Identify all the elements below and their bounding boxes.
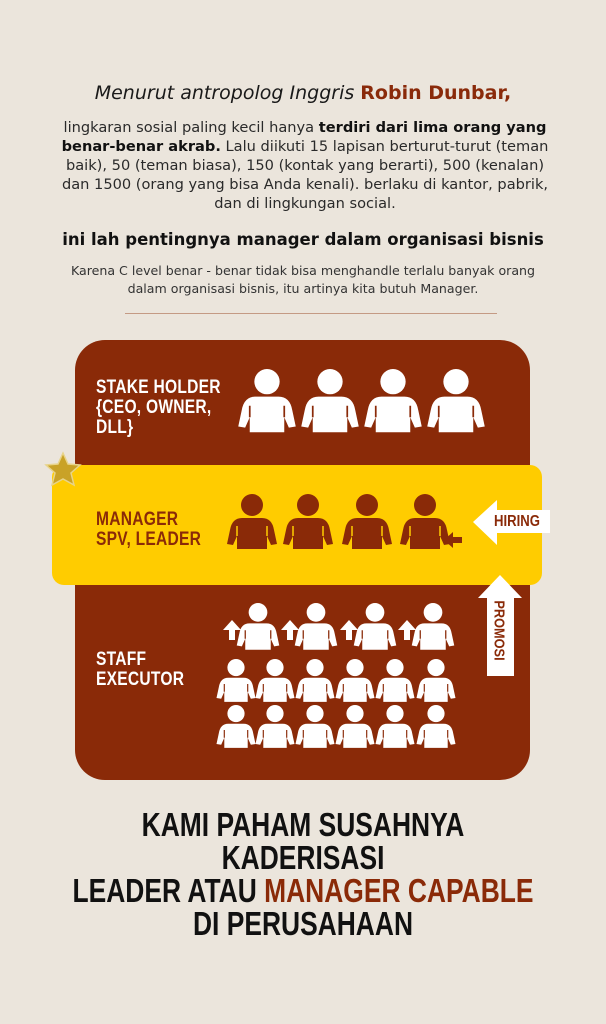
divider	[125, 313, 497, 314]
staff-person-icon	[216, 705, 256, 748]
manager-person-icon	[342, 494, 392, 549]
para-text-1: lingkaran sosial paling kecil hanya	[63, 119, 315, 136]
hiring-arrow-icon	[473, 500, 550, 545]
intro-title-highlight: Robin Dunbar,	[360, 82, 512, 104]
para-bold-text: terdiri dari lima orang yang benar-benar…	[61, 119, 547, 155]
people-group	[216, 369, 485, 748]
closing-line-2: LEADER ATAU MANAGER CAPABLE	[61, 874, 546, 907]
sub-paragraph: Karena C level benar - benar tidak bisa …	[70, 263, 536, 296]
staff-person-icon	[255, 705, 295, 748]
stakeholder-person-icon	[238, 369, 296, 433]
hiring-label: HIRING	[494, 513, 540, 530]
stakeholder-person-icon	[364, 369, 422, 433]
closing-headline: KAMI PAHAM SUSAHNYA KADERISASI LEADER AT…	[61, 808, 546, 940]
staff-person-icon	[335, 705, 375, 748]
staff-label-line: STAFF	[96, 649, 147, 670]
stakeholder-label: STAKE HOLDER {CEO, OWNER, DLL}	[96, 378, 221, 438]
staff-label-line: EXECUTOR	[96, 669, 185, 690]
staff-person-icon	[295, 659, 335, 702]
closing-line-3: DI PERUSAHAAN	[192, 905, 414, 942]
promotion-arrow-icon	[340, 620, 358, 640]
stakeholder-label-line: DLL}	[96, 417, 134, 438]
staff-label: STAFF EXECUTOR	[96, 650, 184, 690]
section-heading: ini lah pentingnya manager dalam organis…	[62, 230, 544, 249]
promosi-label: PROMOSI	[490, 600, 508, 661]
staff-person-icon	[375, 705, 415, 748]
manager-label-line: MANAGER	[96, 509, 179, 530]
intro-title: Menurut antropolog Inggris Robin Dunbar,	[0, 82, 606, 104]
staff-person-icon	[255, 659, 295, 702]
manager-person-icon	[283, 494, 333, 549]
intro-title-prefix: Menurut antropolog Inggris	[94, 82, 355, 104]
staff-person-icon	[416, 659, 456, 702]
staff-person-icon	[335, 659, 375, 702]
promoted-staff-person-icon	[411, 603, 455, 650]
promoted-staff-person-icon	[294, 603, 338, 650]
promosi-arrow-icon	[478, 575, 522, 676]
staff-person-icon	[416, 705, 456, 748]
promotion-arrow-icon	[223, 620, 241, 640]
hiring-small-arrow-icon	[444, 532, 462, 548]
manager-label: MANAGER SPV, LEADER	[96, 510, 201, 550]
stakeholder-person-icon	[427, 369, 485, 433]
staff-person-icon	[295, 705, 335, 748]
closing-line-1: KAMI PAHAM SUSAHNYA KADERISASI	[141, 806, 465, 876]
stakeholder-label-line: STAKE HOLDER	[96, 377, 221, 398]
manager-person-icon	[227, 494, 277, 549]
manager-person-icon	[400, 494, 450, 549]
stakeholder-person-icon	[301, 369, 359, 433]
star-icon	[44, 451, 82, 487]
staff-person-icon	[375, 659, 415, 702]
promoted-staff-person-icon	[353, 603, 397, 650]
staff-person-icon	[216, 659, 256, 702]
closing-line-2-prefix: LEADER ATAU	[72, 872, 257, 909]
manager-label-line: SPV, LEADER	[96, 529, 202, 550]
para-text-2: Lalu diikuti 15 lapisan berturut-turut (…	[61, 138, 549, 212]
promoted-staff-person-icon	[236, 603, 280, 650]
promotion-arrow-icon	[281, 620, 299, 640]
stakeholder-label-line: {CEO, OWNER,	[96, 397, 212, 418]
closing-line-2-highlight: MANAGER CAPABLE	[264, 872, 534, 909]
promotion-arrow-icon	[398, 620, 416, 640]
intro-paragraph: lingkaran sosial paling kecil hanya terd…	[50, 118, 560, 213]
